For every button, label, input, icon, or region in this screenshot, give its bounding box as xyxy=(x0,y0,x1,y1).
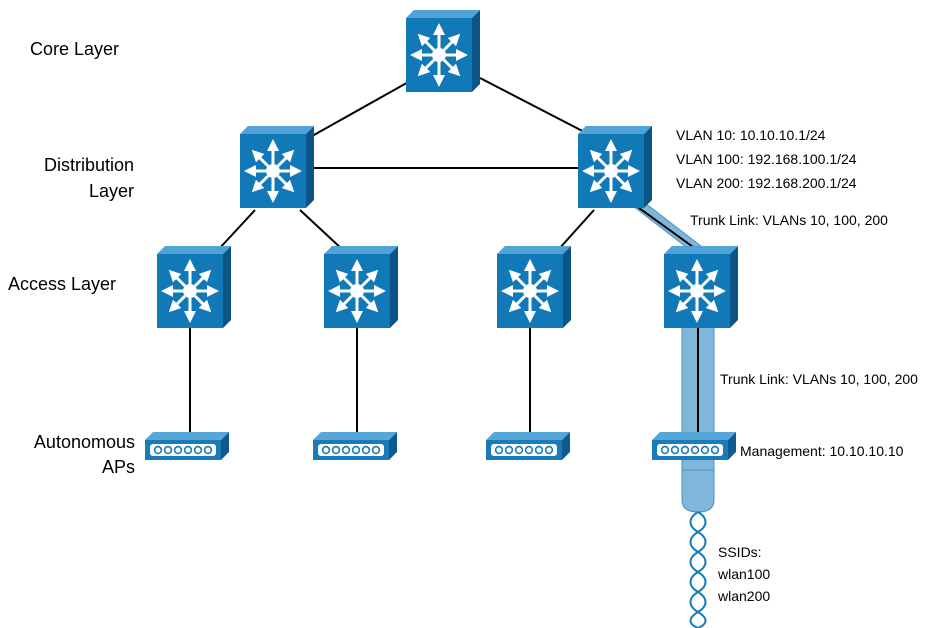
autonomous-aps-label-line2: APs xyxy=(102,457,135,477)
ssid-wlan200: wlan200 xyxy=(717,588,770,604)
access-switch-2-icon xyxy=(324,246,398,328)
ssid-wlan100: wlan100 xyxy=(717,566,770,582)
vlan-100-label: VLAN 100: 192.168.100.1/24 xyxy=(676,151,857,167)
vlan-10-label: VLAN 10: 10.10.10.1/24 xyxy=(676,127,826,143)
ssids-heading: SSIDs: xyxy=(718,544,762,560)
link-dist-right-access-3 xyxy=(557,209,595,251)
management-label: Management: 10.10.10.10 xyxy=(740,443,904,459)
access-point-2-icon xyxy=(312,431,398,461)
distribution-layer-label-line1: Distribution xyxy=(44,155,134,175)
trunk-link-upper-label: Trunk Link: VLANs 10, 100, 200 xyxy=(690,212,888,228)
access-switch-3-icon xyxy=(497,246,571,328)
core-switch-icon xyxy=(406,10,480,92)
distribution-layer-label-line2: Layer xyxy=(89,181,134,201)
access-layer-label: Access Layer xyxy=(8,274,116,294)
access-point-1-icon xyxy=(144,431,230,461)
distribution-switch-left-icon xyxy=(240,126,314,208)
wireless-signal-icon xyxy=(689,511,707,628)
link-core-dist-right xyxy=(479,77,597,139)
access-point-4-icon xyxy=(651,431,737,461)
autonomous-aps-label-line1: Autonomous xyxy=(34,432,135,452)
core-layer-label: Core Layer xyxy=(30,39,119,59)
access-switch-1-icon xyxy=(157,246,231,328)
vlan-200-label: VLAN 200: 192.168.200.1/24 xyxy=(676,175,857,191)
access-point-3-icon xyxy=(485,431,571,461)
network-links xyxy=(189,77,701,432)
link-dist-left-access-2 xyxy=(299,209,344,251)
link-dist-right-access-4 xyxy=(627,199,701,253)
trunk-link-lower-label: Trunk Link: VLANs 10, 100, 200 xyxy=(720,371,918,387)
link-dist-left-access-1 xyxy=(217,209,256,251)
trunk-highlight-tail xyxy=(681,469,715,513)
link-core-dist-left xyxy=(304,79,413,141)
access-switch-4-icon xyxy=(664,246,738,328)
distribution-switch-right-icon xyxy=(578,126,652,208)
